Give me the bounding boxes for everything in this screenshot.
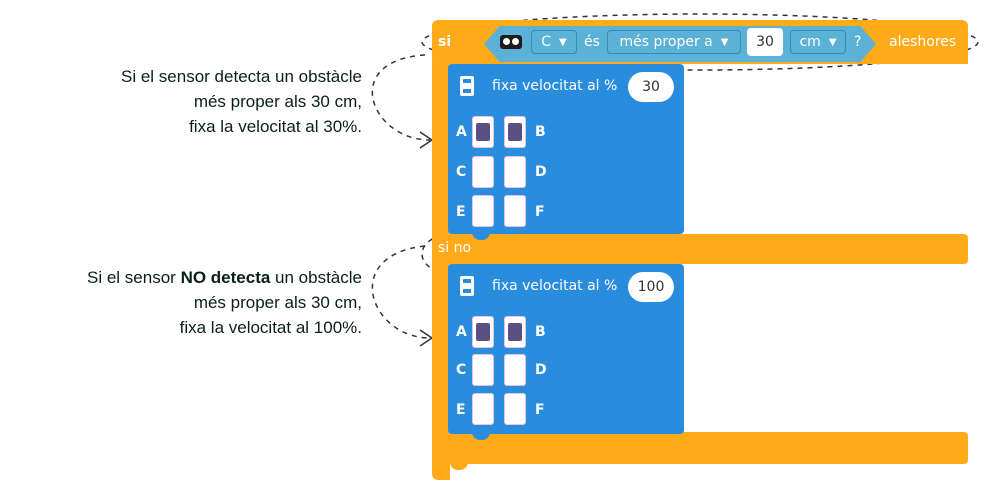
if-arrowhead (419, 131, 434, 149)
motor-icon (460, 76, 474, 96)
is-label: és (584, 34, 600, 50)
port-label-c: C (456, 164, 467, 180)
port-label-d: D (535, 362, 547, 378)
port-label-a: A (456, 124, 467, 140)
footer-notch (450, 462, 468, 470)
port-toggle-f[interactable] (504, 393, 526, 425)
annotation-if-line2: més proper als 30 cm, (193, 92, 362, 111)
port-label-b: B (535, 124, 546, 140)
else-label: si no (438, 240, 472, 256)
port-toggle-b[interactable] (504, 316, 526, 348)
set-speed-block-1[interactable]: fixa velocitat al % 30 A B C D E F (448, 64, 684, 234)
port-toggle-f[interactable] (504, 195, 526, 227)
annotation-else-line1: Si el sensor NO detecta un obstàcle (87, 268, 362, 287)
question-mark: ? (854, 34, 862, 50)
port-toggle-e[interactable] (472, 393, 494, 425)
unit-dropdown[interactable]: cm ▼ (790, 30, 846, 54)
chevron-down-icon: ▼ (720, 36, 729, 48)
annotation-if-line3: fixa la velocitat al 30%. (189, 117, 362, 136)
chevron-down-icon: ▼ (828, 36, 837, 48)
port-toggle-a[interactable] (472, 316, 494, 348)
port-toggle-d[interactable] (504, 156, 526, 188)
if-left-arm (432, 60, 450, 480)
motor-icon (460, 276, 474, 296)
port-label-f: F (535, 204, 545, 220)
port-label-e: E (456, 204, 466, 220)
set-speed-title: fixa velocitat al % (492, 278, 618, 294)
annotation-else: Si el sensor NO detecta un obstàcle més … (87, 265, 362, 340)
annotation-else-line2: més proper als 30 cm, (193, 293, 362, 312)
annotation-else-line3: fixa la velocitat al 100%. (179, 318, 362, 337)
port-toggle-b[interactable] (504, 116, 526, 148)
then-label: aleshores (889, 34, 957, 50)
port-toggle-d[interactable] (504, 354, 526, 386)
distance-sensor-icon (500, 35, 522, 49)
if-footer[interactable] (432, 432, 968, 464)
speed-value-input[interactable]: 100 (628, 272, 674, 302)
set-speed-title: fixa velocitat al % (492, 78, 618, 94)
distance-value-input[interactable]: 30 (747, 28, 783, 56)
port-label-e: E (456, 402, 466, 418)
port-toggle-c[interactable] (472, 156, 494, 188)
comparison-dropdown[interactable]: més proper a ▼ (607, 30, 741, 54)
annotation-if-line1: Si el sensor detecta un obstàcle (121, 67, 362, 86)
chevron-down-icon: ▼ (559, 36, 567, 48)
port-label-a: A (456, 324, 467, 340)
port-toggle-c[interactable] (472, 354, 494, 386)
port-label-b: B (535, 324, 546, 340)
block-1-notch (472, 232, 490, 240)
set-speed-block-2[interactable]: fixa velocitat al % 100 A B C D E F (448, 264, 684, 434)
else-arrowhead (419, 329, 434, 347)
port-label-f: F (535, 402, 545, 418)
if-arrow (371, 54, 431, 141)
else-arrow (371, 245, 431, 339)
else-bar[interactable] (432, 234, 968, 264)
port-toggle-e[interactable] (472, 195, 494, 227)
speed-value-input[interactable]: 30 (628, 72, 674, 102)
port-toggle-a[interactable] (472, 116, 494, 148)
sensor-port-dropdown[interactable]: C ▼ (531, 30, 577, 54)
port-label-d: D (535, 164, 547, 180)
annotation-if: Si el sensor detecta un obstàcle més pro… (121, 64, 362, 139)
port-label-c: C (456, 362, 467, 378)
if-label: si (438, 34, 452, 50)
block-2-notch (472, 432, 490, 440)
